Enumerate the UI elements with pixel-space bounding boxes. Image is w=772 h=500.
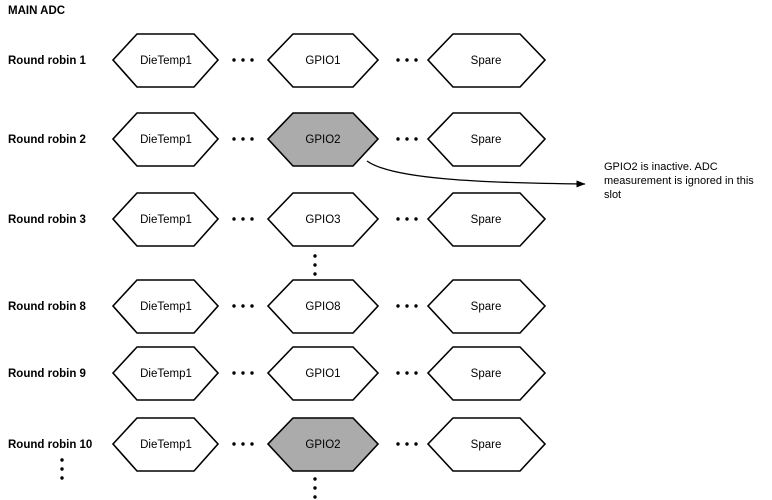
row-label-round-robin-9: Round robin 9 (8, 368, 86, 380)
row-label-round-robin-3: Round robin 3 (8, 214, 86, 226)
hexagon-shape (266, 346, 380, 401)
column-separator-ellipsis-2-row8 (396, 304, 418, 308)
column-separator-ellipsis-2-row10 (396, 442, 418, 446)
slot-label: Spare (471, 55, 502, 67)
column-separator-ellipsis-2-row9 (396, 371, 418, 375)
round-robin-row-9: Round robin 9 DieTemp1 GPIO1 (8, 346, 547, 401)
slot-label: Spare (471, 214, 502, 226)
round-robin-row-3: Round robin 3 DieTemp1 GPIO3 (8, 192, 547, 247)
hexagon-shape (111, 33, 220, 88)
slot-label: GPIO8 (305, 301, 340, 313)
round-robin-row-8: Round robin 8 DieTemp1 GPIO8 (8, 279, 547, 334)
slot-label: DieTemp1 (140, 55, 192, 67)
column-separator-ellipsis-1-row3 (232, 217, 254, 221)
slot-label: Spare (471, 134, 502, 146)
row-label-round-robin-1: Round robin 1 (8, 55, 87, 67)
slot-spare-row10[interactable]: Spare (426, 417, 547, 472)
hexagon-shape (426, 346, 547, 401)
hexagon-shape-inactive (266, 112, 380, 167)
hexagon-shape (266, 192, 380, 247)
slot-spare-row8[interactable]: Spare (426, 279, 547, 334)
hexagon-shape (111, 279, 220, 334)
hexagon-shape (426, 417, 547, 472)
callout-arrow (366, 160, 586, 188)
slot-label: GPIO1 (305, 368, 340, 380)
slot-label: DieTemp1 (140, 134, 192, 146)
hexagon-shape (426, 112, 547, 167)
slot-dietemp1-row3[interactable]: DieTemp1 (111, 192, 220, 247)
vertical-ellipsis-between-row3-row8 (313, 254, 317, 276)
slot-spare-row3[interactable]: Spare (426, 192, 547, 247)
column-separator-ellipsis-1-row9 (232, 371, 254, 375)
vertical-ellipsis-below-gpio-column (313, 477, 317, 499)
slot-spare-row2[interactable]: Spare (426, 112, 547, 167)
slot-gpio1-row9[interactable]: GPIO1 (266, 346, 380, 401)
slot-gpio2-inactive-row10[interactable]: GPIO2 (266, 417, 380, 472)
slot-dietemp1-row2[interactable]: DieTemp1 (111, 112, 220, 167)
row-label-round-robin-8: Round robin 8 (8, 301, 87, 313)
slot-gpio2-inactive-row2[interactable]: GPIO2 (266, 112, 380, 167)
hexagon-shape (111, 417, 220, 472)
hexagon-shape (266, 33, 380, 88)
hexagon-shape (426, 279, 547, 334)
annotation-line-3: slot (604, 189, 621, 201)
gpio2-inactive-callout: GPIO2 is inactive. ADC measurement is ig… (366, 160, 754, 201)
hexagon-shape (111, 346, 220, 401)
column-separator-ellipsis-2-row1 (396, 58, 418, 62)
annotation-line-1: GPIO2 is inactive. ADC (604, 161, 718, 173)
round-robin-row-2: Round robin 2 DieTemp1 GPIO2 (8, 112, 547, 167)
slot-spare-row9[interactable]: Spare (426, 346, 547, 401)
slot-label: GPIO2 (305, 439, 340, 451)
column-separator-ellipsis-1-row1 (232, 58, 254, 62)
column-separator-ellipsis-1-row2 (232, 137, 254, 141)
hexagon-shape (266, 279, 380, 334)
slot-label: GPIO3 (305, 214, 340, 226)
column-separator-ellipsis-2-row2 (396, 137, 418, 141)
slot-label: GPIO1 (305, 55, 340, 67)
column-separator-ellipsis-2-row3 (396, 217, 418, 221)
round-robin-row-10: Round robin 10 DieTemp1 GPIO2 (8, 417, 547, 472)
hexagon-shape (426, 33, 547, 88)
slot-dietemp1-row10[interactable]: DieTemp1 (111, 417, 220, 472)
slot-label: DieTemp1 (140, 439, 192, 451)
slot-label: Spare (471, 439, 502, 451)
hexagon-shape (426, 192, 547, 247)
slot-gpio3-row3[interactable]: GPIO3 (266, 192, 380, 247)
slot-label: Spare (471, 301, 502, 313)
column-separator-ellipsis-1-row10 (232, 442, 254, 446)
diagram-title: MAIN ADC (8, 5, 65, 17)
hexagon-shape-inactive (266, 417, 380, 472)
slot-label: DieTemp1 (140, 301, 192, 313)
slot-dietemp1-row8[interactable]: DieTemp1 (111, 279, 220, 334)
column-separator-ellipsis-1-row8 (232, 304, 254, 308)
slot-gpio8-row8[interactable]: GPIO8 (266, 279, 380, 334)
slot-label: DieTemp1 (140, 368, 192, 380)
slot-gpio1-row1[interactable]: GPIO1 (266, 33, 380, 88)
slot-spare-row1[interactable]: Spare (426, 33, 547, 88)
hexagon-shape (111, 112, 220, 167)
annotation-line-2: measurement is ignored in this (604, 175, 754, 187)
row-label-round-robin-2: Round robin 2 (8, 134, 86, 146)
row-label-round-robin-10: Round robin 10 (8, 439, 92, 451)
round-robin-row-1: Round robin 1 DieTemp1 GPIO1 (8, 33, 547, 88)
slot-dietemp1-row1[interactable]: DieTemp1 (111, 33, 220, 88)
slot-dietemp1-row9[interactable]: DieTemp1 (111, 346, 220, 401)
hexagon-shape (111, 192, 220, 247)
slot-label: Spare (471, 368, 502, 380)
slot-label: DieTemp1 (140, 214, 192, 226)
vertical-ellipsis-below-row-labels (60, 458, 64, 480)
slot-label: GPIO2 (305, 134, 340, 146)
